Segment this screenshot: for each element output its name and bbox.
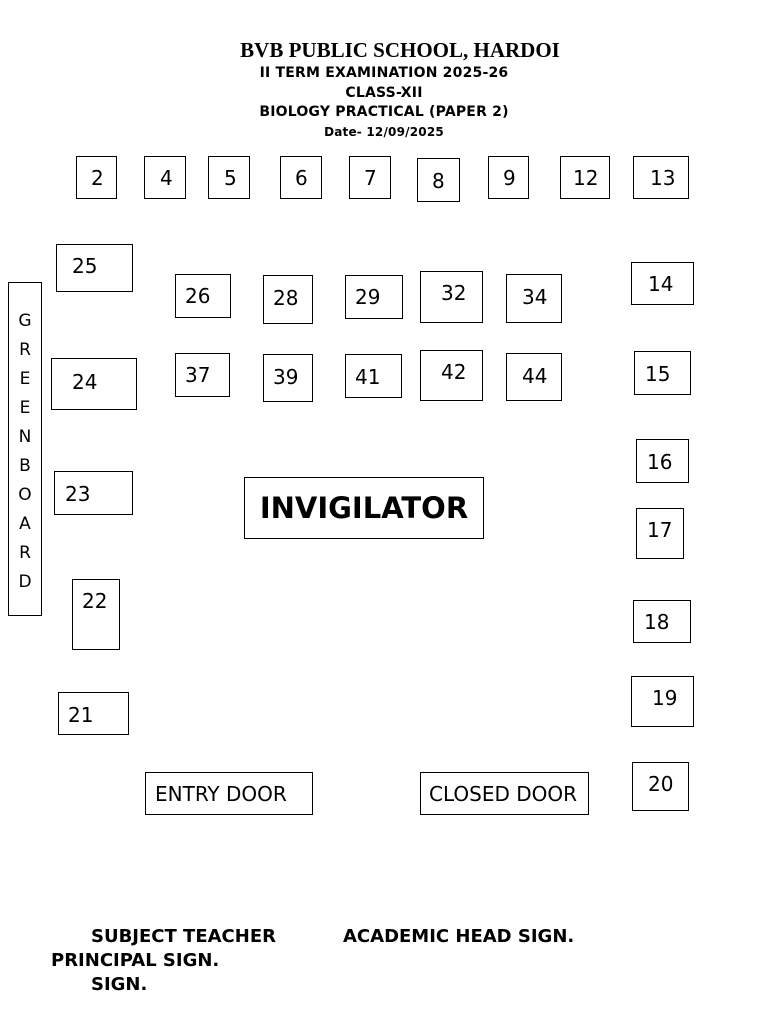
- seat-number: 9: [503, 166, 516, 190]
- seat-9: 9: [488, 156, 529, 199]
- invigilator-label: INVIGILATOR: [259, 491, 469, 525]
- seat-6: 6: [280, 156, 322, 199]
- academic-head-sign: ACADEMIC HEAD SIGN.: [343, 926, 575, 947]
- seat-22: 22: [72, 579, 120, 650]
- board-letter: N: [18, 427, 32, 447]
- seat-number: 5: [224, 166, 237, 190]
- seat-number: 2: [91, 166, 104, 190]
- seat-16: 16: [636, 439, 689, 483]
- seat-number: 17: [647, 518, 673, 542]
- seat-number: 12: [573, 166, 599, 190]
- seat-number: 6: [295, 166, 308, 190]
- invigilator-desk: INVIGILATOR: [244, 477, 484, 539]
- subject-teacher-sign-cont: SIGN.: [91, 974, 148, 995]
- seat-5: 5: [208, 156, 250, 199]
- seat-13: 13: [633, 156, 689, 199]
- seat-17: 17: [636, 508, 684, 559]
- seat-18: 18: [633, 600, 691, 643]
- exam-title: II TERM EXAMINATION 2025-26: [259, 65, 509, 81]
- seat-24: 24: [51, 358, 137, 410]
- seat-number: 44: [522, 364, 548, 388]
- seat-number: 16: [647, 450, 673, 474]
- seat-number: 39: [273, 365, 299, 389]
- seat-21: 21: [58, 692, 129, 735]
- principal-sign: PRINCIPAL SIGN.: [51, 950, 220, 971]
- seat-number: 4: [160, 166, 173, 190]
- board-letter: E: [19, 398, 31, 418]
- closed-door-label: CLOSED DOOR: [429, 781, 578, 806]
- subject-teacher-sign: SUBJECT TEACHER: [91, 926, 276, 947]
- seat-number: 14: [648, 272, 674, 296]
- seat-number: 29: [355, 285, 381, 309]
- board-letter: R: [19, 340, 31, 360]
- seat-19: 19: [631, 676, 694, 727]
- seat-25: 25: [56, 244, 133, 292]
- seat-32: 32: [420, 271, 483, 323]
- seat-28: 28: [263, 275, 313, 324]
- seat-8: 8: [417, 158, 460, 202]
- class-label: CLASS-XII: [345, 85, 423, 101]
- seat-44: 44: [506, 353, 562, 401]
- seat-37: 37: [175, 353, 230, 397]
- seat-34: 34: [506, 274, 562, 323]
- seat-15: 15: [634, 351, 691, 395]
- seat-42: 42: [420, 350, 483, 401]
- seat-number: 41: [355, 365, 381, 389]
- seat-number: 24: [72, 370, 98, 394]
- seat-number: 21: [68, 703, 94, 727]
- seat-20: 20: [632, 762, 689, 811]
- seat-23: 23: [54, 471, 133, 515]
- seat-7: 7: [349, 156, 391, 199]
- seat-number: 34: [522, 285, 548, 309]
- seat-number: 8: [432, 169, 445, 193]
- closed-door: CLOSED DOOR: [420, 772, 589, 815]
- board-letter: A: [19, 514, 31, 534]
- seat-number: 7: [364, 166, 377, 190]
- board-letter: R: [19, 543, 31, 563]
- board-letter: O: [18, 485, 32, 505]
- seat-12: 12: [560, 156, 610, 199]
- seat-number: 23: [65, 482, 91, 506]
- seat-29: 29: [345, 275, 403, 319]
- entry-door: ENTRY DOOR: [145, 772, 313, 815]
- seat-number: 22: [82, 589, 108, 613]
- seat-number: 13: [650, 166, 676, 190]
- board-letter: B: [19, 456, 31, 476]
- seat-number: 26: [185, 284, 211, 308]
- seat-4: 4: [144, 156, 186, 199]
- seat-number: 25: [72, 254, 98, 278]
- seat-2: 2: [76, 156, 117, 199]
- seat-26: 26: [175, 274, 231, 318]
- seat-number: 20: [648, 772, 674, 796]
- seat-39: 39: [263, 354, 313, 402]
- paper-title: BIOLOGY PRACTICAL (PAPER 2): [259, 104, 509, 120]
- seat-number: 18: [644, 610, 670, 634]
- seat-number: 15: [645, 362, 671, 386]
- entry-door-label: ENTRY DOOR: [155, 781, 287, 806]
- board-letter: D: [18, 572, 32, 592]
- exam-date: Date- 12/09/2025: [324, 125, 444, 139]
- school-name: BVB PUBLIC SCHOOL, HARDOI: [240, 38, 560, 62]
- seat-number: 28: [273, 286, 299, 310]
- seat-number: 42: [441, 360, 467, 384]
- seat-number: 37: [185, 363, 211, 387]
- green-board: G R E E N B O A R D: [8, 282, 42, 616]
- board-letter: E: [19, 369, 31, 389]
- seat-41: 41: [345, 354, 402, 398]
- seat-14: 14: [631, 262, 694, 305]
- seat-number: 19: [652, 686, 678, 710]
- seat-number: 32: [441, 281, 467, 305]
- board-letter: G: [18, 311, 32, 331]
